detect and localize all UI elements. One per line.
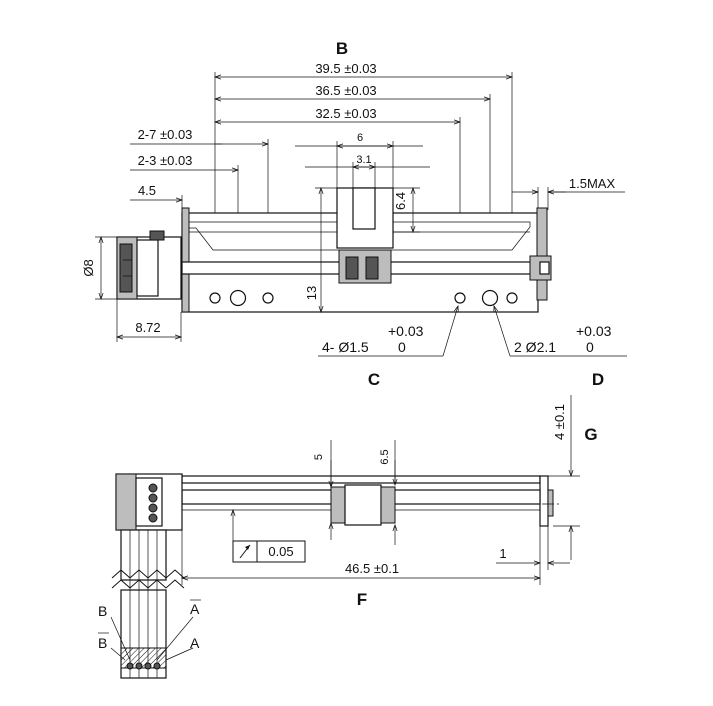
dim-46-5-label: 46.5 ±0.1 [345,561,399,576]
wire-label-b: B [98,603,107,619]
wire-label-a: A [190,635,200,651]
top-view: B 39.5 ±0.03 36.5 ±0.03 32.5 ±0.03 6 [81,39,627,389]
dim-13-label: 13 [304,286,319,300]
mount-hole-6 [506,292,518,304]
runout-callout: 0.05 [230,508,306,563]
view-label-f: F [357,590,367,609]
dim-1-5max: 1.5MAX [512,176,625,210]
dim-39-5: 39.5 ±0.03 [213,61,514,80]
hole-d-tol-upper: +0.03 [576,323,612,339]
dim-dia-8-label: Ø8 [81,259,96,276]
view-label-d: D [592,370,604,389]
dim-1-label: 1 [499,546,506,561]
dim-46-5: 46.5 ±0.1 F [180,526,542,609]
side-frame-top [181,475,541,484]
side-view: B B A A 5 6.5 4 ±0.1 G [98,395,598,679]
dim-8-72: 8.72 [115,299,183,342]
view-label-b: B [336,39,348,58]
dim-4-5-label: 4.5 [138,183,156,198]
motor-top [116,230,182,300]
hole-c-tol-lower: 0 [398,339,406,355]
hole-c-tol-upper: +0.03 [388,323,424,339]
side-frame-right [539,475,549,527]
hole-d-callout: 2 Ø2.1 [514,339,556,355]
dim-32-5-label: 32.5 ±0.03 [315,106,376,121]
dim-4-5: 4.5 [130,183,184,212]
dim-32-5: 32.5 ±0.03 [213,106,462,125]
dim-4-01: 4 ±0.1 G [548,395,598,560]
dim-6-label: 6 [357,132,363,144]
dim-4-01-label: 4 ±0.1 [552,404,567,440]
mount-hole-1 [209,292,221,304]
side-slider-body [344,484,382,526]
wire-labels: B B A A [98,599,201,661]
mount-hole-5 [481,289,499,307]
dim-1: 1 [496,526,570,570]
view-label-g: G [584,425,597,444]
dim-6-5-label: 6.5 [379,449,391,464]
frame-groove [189,221,531,251]
dim-6-4: 6.4 [393,186,420,234]
dim-5-label: 5 [313,454,325,460]
dim-3-1-label: 3.1 [356,154,371,166]
dim-2-7-label: 2-7 ±0.03 [138,127,193,142]
wire-label-a-bar: A [190,601,200,617]
dim-36-5-label: 36.5 ±0.03 [315,83,376,98]
dim-13: 13 [304,186,337,314]
wire-label-b-bar: B [98,635,107,651]
side-slider-left [330,486,346,524]
callout-c: 4- Ø1.5 +0.03 0 C [318,304,459,389]
view-label-c: C [368,370,380,389]
frame-right-bracket [536,207,548,301]
dim-8-72-label: 8.72 [135,320,160,335]
mount-hole-3 [262,292,274,304]
mount-hole-4 [454,292,466,304]
dim-6-4-label: 6.4 [393,192,408,210]
dim-36-5: 36.5 ±0.03 [213,83,492,102]
callout-d: 2 Ø2.1 +0.03 0 D [493,304,627,389]
runout-value: 0.05 [268,544,293,559]
flex-cable [111,529,185,679]
dim-2-3-label: 2-3 ±0.03 [138,153,193,168]
dim-6: 6 [295,132,423,188]
side-slider-right [380,486,396,524]
dim-dia-8: Ø8 [81,235,117,301]
hole-d-tol-lower: 0 [586,339,594,355]
mount-hole-2 [229,289,247,307]
dim-3-1: 3.1 [305,154,430,188]
dim-39-5-label: 39.5 ±0.03 [315,61,376,76]
motor-side [115,473,183,531]
frame-left-bracket [181,207,190,313]
dim-1-5max-label: 1.5MAX [569,176,616,191]
dim-6-5: 6.5 [379,440,398,545]
dim-5: 5 [313,440,334,540]
hole-c-callout: 4- Ø1.5 [322,339,369,355]
